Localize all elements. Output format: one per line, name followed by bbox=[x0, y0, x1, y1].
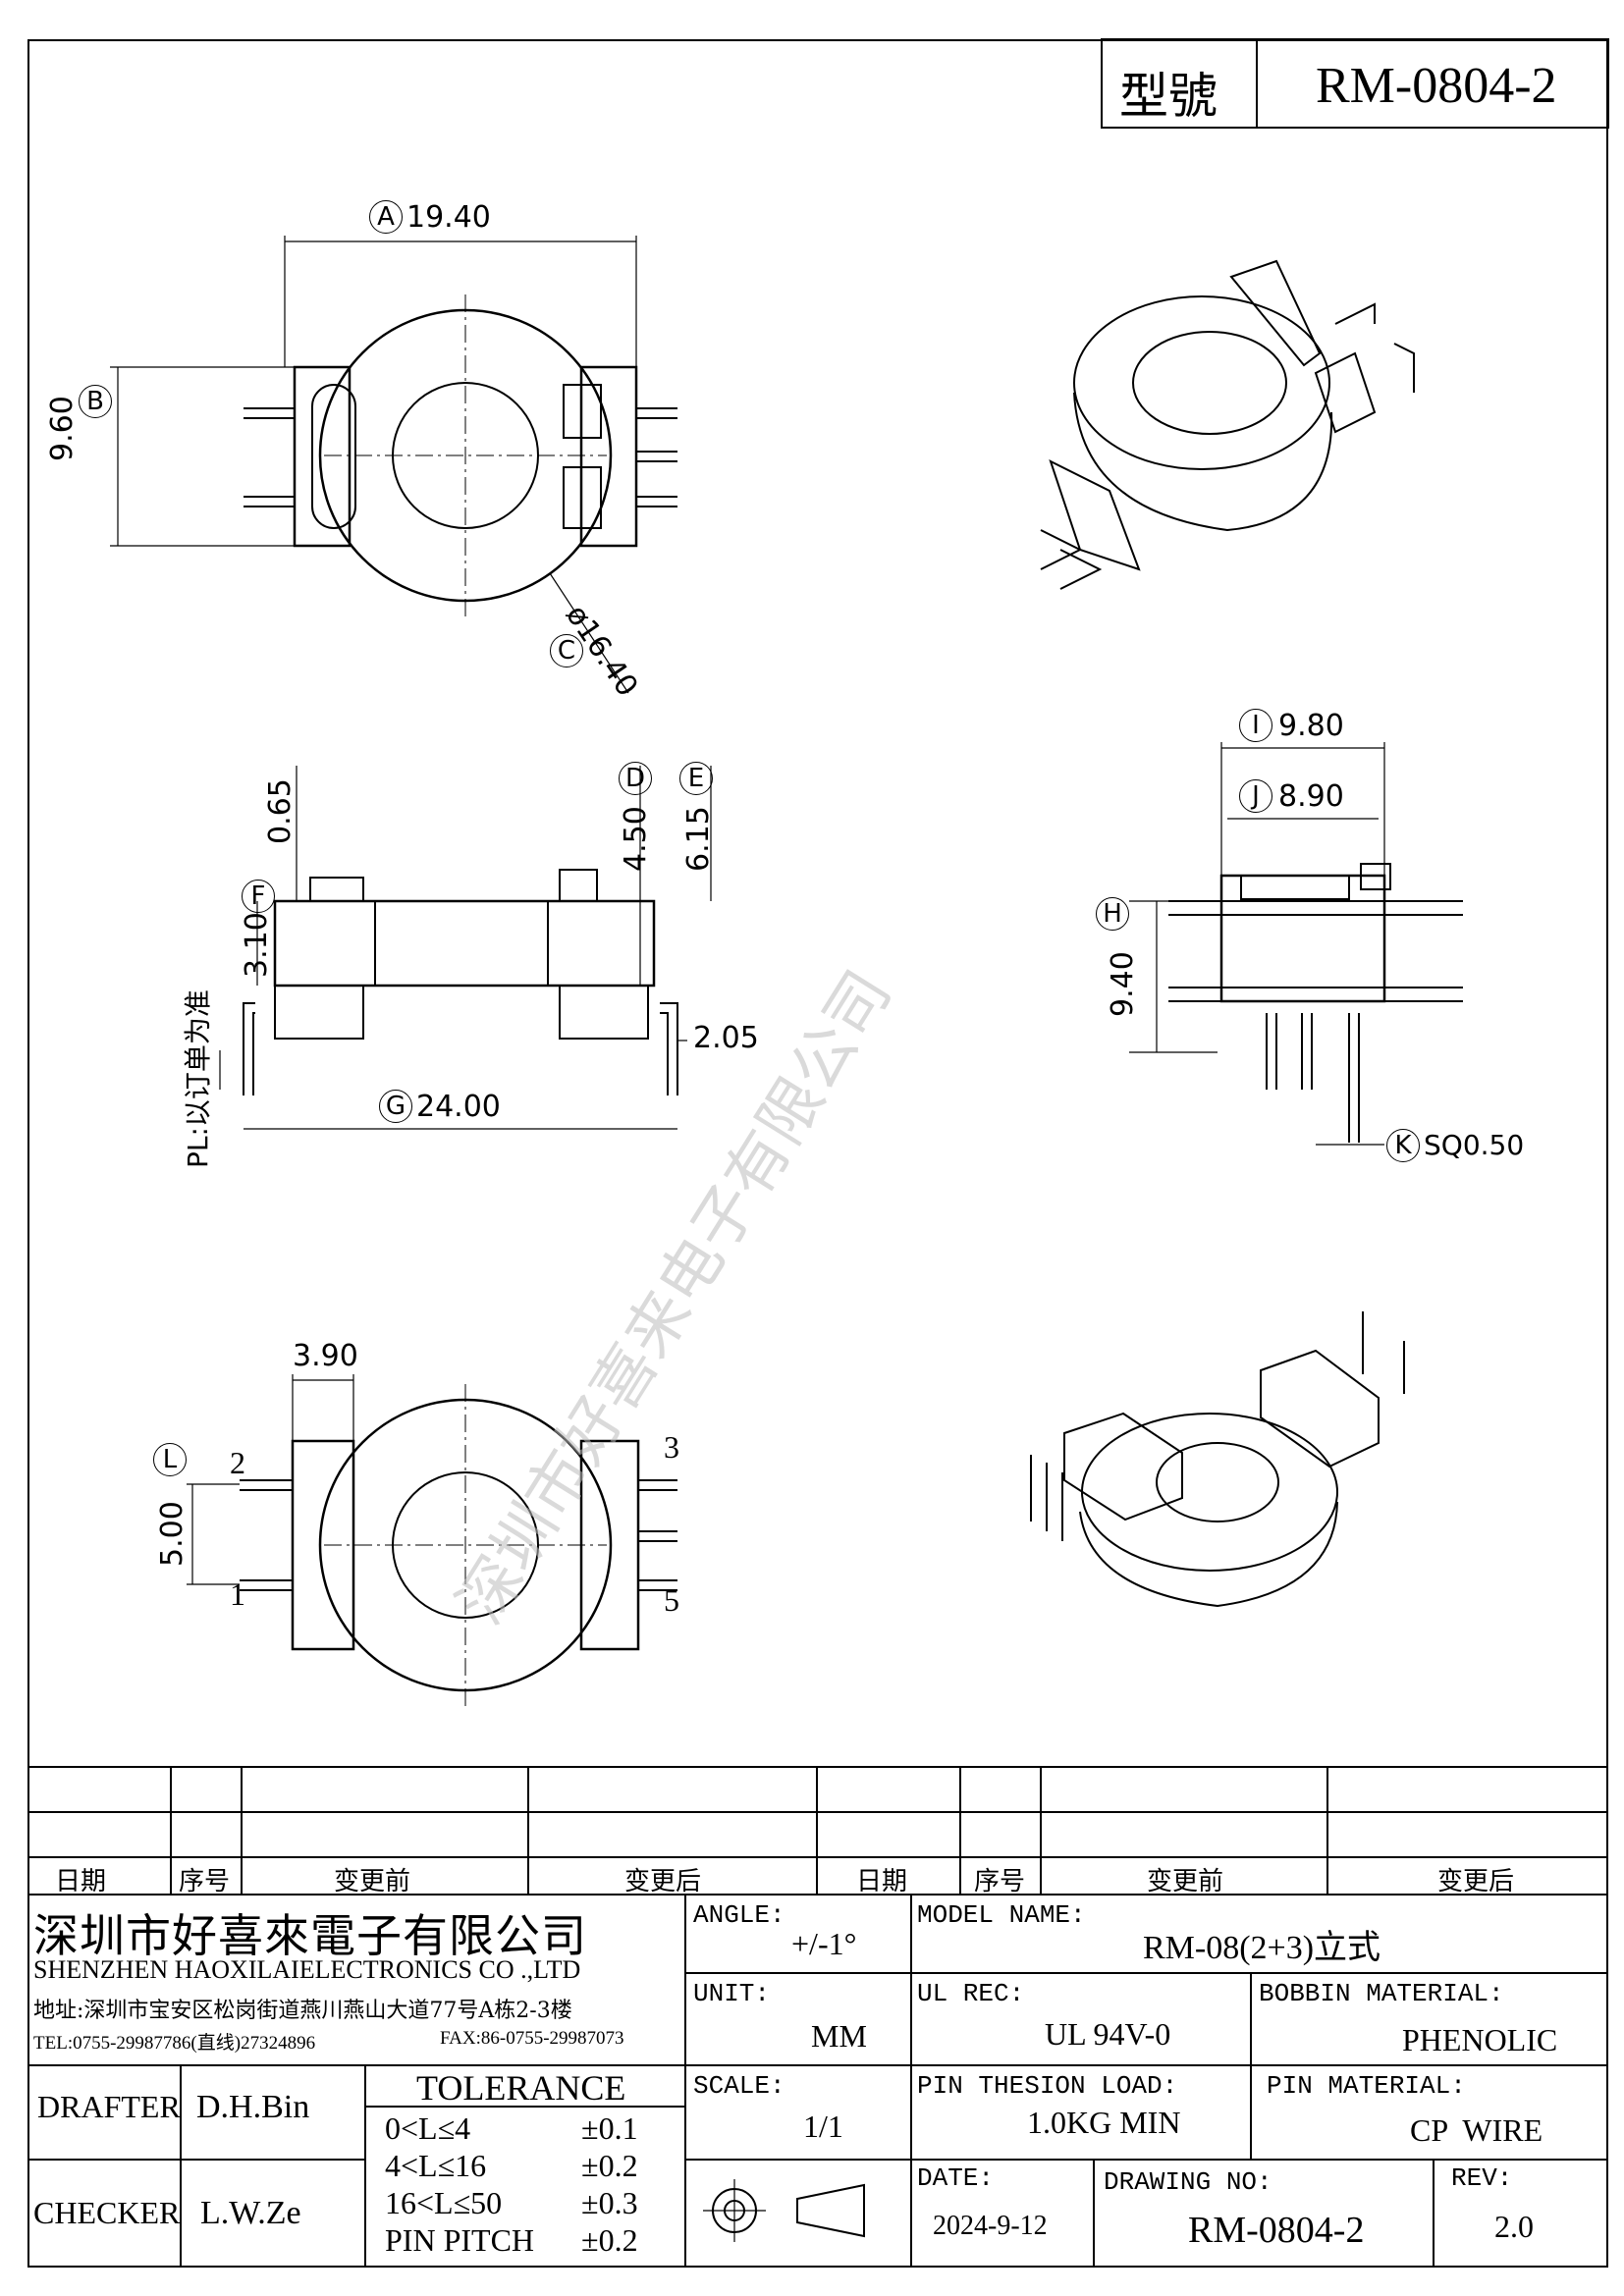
dim-marker-d: D bbox=[619, 762, 652, 795]
pin-material-value: CP WIRE bbox=[1410, 2112, 1543, 2148]
dim-marker-b: B bbox=[79, 385, 112, 418]
dim-marker-e: E bbox=[679, 762, 713, 795]
pin-load-value: 1.0KG MIN bbox=[1027, 2105, 1181, 2140]
tolerance-range-1: 0<L≤4 bbox=[385, 2110, 471, 2146]
company-tel: TEL:0755-29987786(直线)27324896 bbox=[33, 2033, 316, 2054]
rev-header-before-1: 变更前 bbox=[334, 1867, 411, 1896]
side-view bbox=[1129, 742, 1463, 1146]
model-value: RM-0804-2 bbox=[1316, 58, 1557, 114]
bobbin-label: BOBBIN MATERIAL: bbox=[1259, 1979, 1504, 2008]
dim-pin-offset-value: 2.05 bbox=[693, 1021, 759, 1055]
date-label: DATE: bbox=[917, 2163, 995, 2193]
dim-a-value: 19.40 bbox=[406, 200, 491, 235]
dim-k-value: SQ0.50 bbox=[1424, 1129, 1525, 1161]
rev-header-seq-2: 序号 bbox=[974, 1867, 1026, 1896]
checker-label: CHECKER bbox=[33, 2195, 181, 2230]
rev-header-after-1: 变更后 bbox=[624, 1867, 702, 1896]
dim-g-value: 24.00 bbox=[416, 1090, 501, 1124]
rev-header-after-2: 变更后 bbox=[1437, 1867, 1515, 1896]
dim-i-value: 9.80 bbox=[1278, 709, 1344, 743]
drawing-no-value: RM-0804-2 bbox=[1188, 2210, 1365, 2251]
angle-value: +/-1° bbox=[791, 1926, 857, 1961]
rev-label: REV: bbox=[1451, 2163, 1513, 2193]
drawing-sheet bbox=[27, 39, 1608, 2268]
pin-number-3: 3 bbox=[664, 1429, 679, 1465]
rev-header-date-2: 日期 bbox=[856, 1867, 908, 1896]
pin-number-2: 2 bbox=[230, 1445, 245, 1480]
angle-label: ANGLE: bbox=[693, 1900, 785, 1930]
pl-note: PL:以订单为准 bbox=[182, 989, 214, 1168]
dim-marker-h: H bbox=[1096, 897, 1129, 931]
checker-name: L.W.Ze bbox=[200, 2195, 301, 2231]
dim-d-value: 4.50 bbox=[619, 806, 653, 872]
company-fax: FAX:86-0755-29987073 bbox=[440, 2028, 624, 2049]
dim-marker-l: L bbox=[153, 1443, 187, 1476]
scale-value: 1/1 bbox=[803, 2109, 843, 2144]
pin-number-1: 1 bbox=[230, 1576, 245, 1612]
drafter-label: DRAFTER bbox=[37, 2089, 181, 2124]
rev-header-date-1: 日期 bbox=[55, 1867, 107, 1896]
model-name-label: MODEL NAME: bbox=[917, 1900, 1086, 1930]
pin-material-label: PIN MATERIAL: bbox=[1267, 2071, 1466, 2101]
tolerance-value-1: ±0.1 bbox=[581, 2110, 638, 2146]
dim-bottom-width-value: 3.90 bbox=[293, 1339, 358, 1373]
company-name-en: SHENZHEN HAOXILAIELECTRONICS CO .,LTD bbox=[33, 1955, 581, 1984]
dim-marker-i: I bbox=[1239, 709, 1272, 742]
dim-h-value: 9.40 bbox=[1106, 951, 1140, 1017]
tolerance-value-3: ±0.3 bbox=[581, 2185, 638, 2220]
tolerance-range-4: PIN PITCH bbox=[385, 2222, 535, 2258]
top-view bbox=[110, 236, 677, 694]
date-value: 2024-9-12 bbox=[933, 2211, 1048, 2241]
model-label: 型號 bbox=[1119, 69, 1218, 124]
rev-header-seq-1: 序号 bbox=[179, 1867, 231, 1896]
pin-load-label: PIN THESION LOAD: bbox=[917, 2071, 1178, 2101]
tolerance-range-3: 16<L≤50 bbox=[385, 2185, 503, 2220]
isometric-view-top bbox=[1040, 259, 1415, 590]
dim-marker-c: C bbox=[550, 634, 583, 667]
dim-e-value: 6.15 bbox=[681, 806, 716, 872]
dim-top-pin-value: 0.65 bbox=[263, 778, 298, 844]
dim-l-value: 5.00 bbox=[155, 1501, 189, 1567]
tolerance-range-2: 4<L≤16 bbox=[385, 2148, 487, 2183]
dim-marker-g: G bbox=[379, 1090, 412, 1123]
isometric-view-bottom bbox=[1030, 1311, 1405, 1608]
company-address: 地址:深圳市宝安区松岗街道燕川燕山大道77号A栋2-3楼 bbox=[33, 1999, 572, 2023]
company-name-cn: 深圳市好喜來電子有限公司 bbox=[33, 1911, 587, 1961]
pin-number-5: 5 bbox=[664, 1582, 679, 1618]
drawing-no-label: DRAWING NO: bbox=[1104, 2167, 1272, 2197]
drafter-name: D.H.Bin bbox=[196, 2089, 310, 2125]
title-block-grid bbox=[27, 1766, 1608, 2268]
unit-value: MM bbox=[811, 2018, 867, 2054]
scale-label: SCALE: bbox=[693, 2071, 785, 2101]
tolerance-title: TOLERANCE bbox=[416, 2068, 626, 2108]
ul-label: UL REC: bbox=[917, 1979, 1025, 2008]
rev-header-before-2: 变更前 bbox=[1147, 1867, 1224, 1896]
dim-j-value: 8.90 bbox=[1278, 779, 1344, 814]
front-view bbox=[219, 766, 712, 1130]
dim-f-value: 3.10 bbox=[240, 912, 274, 978]
model-header-box bbox=[1101, 38, 1609, 129]
dim-marker-k: K bbox=[1386, 1129, 1420, 1162]
ul-value: UL 94V-0 bbox=[1045, 2016, 1171, 2052]
bottom-view bbox=[187, 1374, 677, 1708]
dim-marker-a: A bbox=[369, 200, 403, 234]
tolerance-value-2: ±0.2 bbox=[581, 2148, 638, 2183]
tolerance-value-4: ±0.2 bbox=[581, 2222, 638, 2258]
dim-marker-j: J bbox=[1239, 779, 1272, 813]
dim-marker-f: F bbox=[242, 880, 275, 913]
unit-label: UNIT: bbox=[693, 1979, 771, 2008]
model-name-value: RM-08(2+3)立式 bbox=[1143, 1930, 1381, 1966]
bobbin-value: PHENOLIC bbox=[1402, 2022, 1558, 2057]
rev-value: 2.0 bbox=[1494, 2209, 1534, 2244]
projection-symbol bbox=[703, 2179, 865, 2242]
dim-b-value: 9.60 bbox=[45, 396, 80, 461]
